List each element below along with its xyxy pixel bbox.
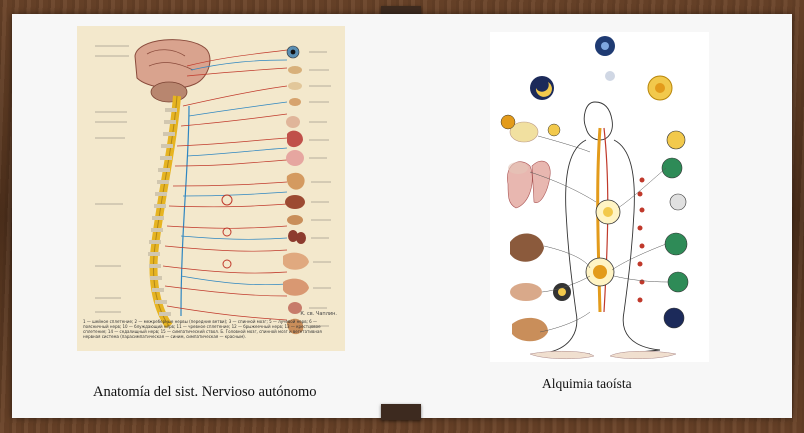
bottom-tab <box>381 404 421 420</box>
slide: К. св. Чаплин. 1 — шейное сплетение; 2 —… <box>12 14 792 418</box>
taoist-drawing <box>500 36 689 360</box>
left-caption: Anatomía del sist. Nervioso autónomo <box>93 384 317 400</box>
anatomy-credit: К. св. Чаплин. <box>300 311 337 317</box>
anatomy-illustration: К. св. Чаплин. 1 — шейное сплетение; 2 —… <box>77 26 345 351</box>
taoist-alchemy-illustration <box>490 32 709 362</box>
anatomy-legend-text: 1 — шейное сплетение; 2 — межреберные не… <box>83 319 322 339</box>
right-caption: Alquimia taoísta <box>542 376 632 391</box>
anatomy-drawing <box>95 39 331 335</box>
